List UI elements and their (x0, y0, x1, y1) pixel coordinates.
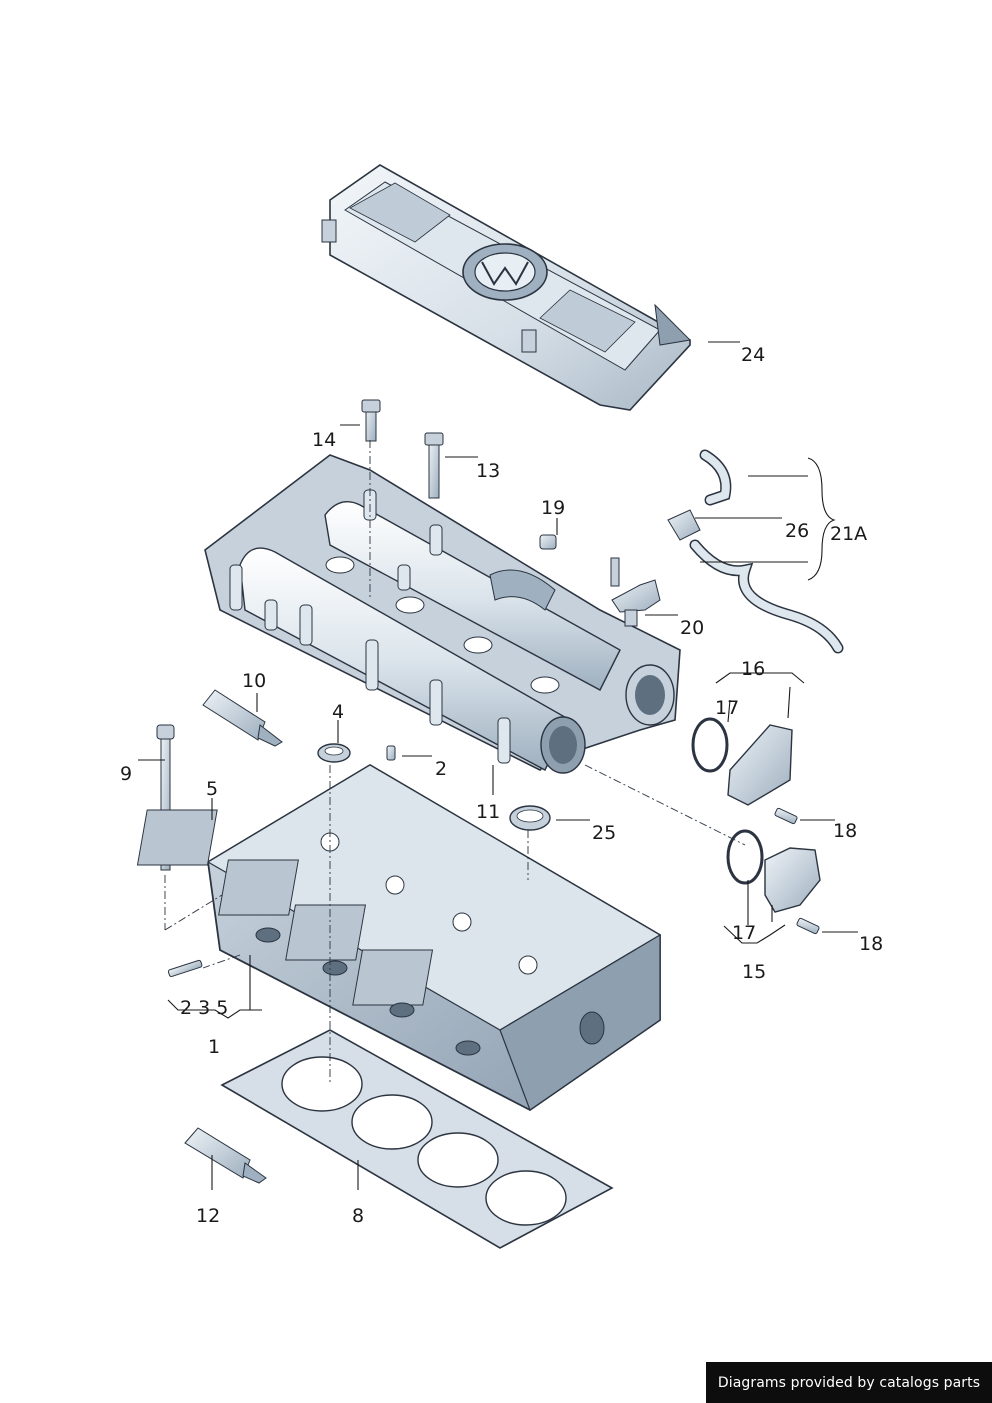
callout-2: 2 (435, 758, 447, 780)
callout-20: 20 (680, 617, 704, 639)
dowel-pin-2 (386, 745, 396, 761)
leader-lines (138, 341, 858, 1190)
stud-235 (167, 959, 203, 978)
callout-13: 13 (476, 460, 500, 482)
bolt-13 (424, 432, 444, 499)
sealant-tube-10 (202, 689, 283, 747)
callout-4: 4 (332, 701, 344, 723)
callout-11: 11 (476, 801, 500, 823)
callout-10: 10 (242, 670, 266, 692)
callout-8: 8 (352, 1205, 364, 1227)
sensor-20 (610, 557, 661, 627)
credit-text: Diagrams provided by catalogs parts (717, 1374, 981, 1391)
callout-17-lower: 17 (732, 922, 756, 944)
sealant-tube-12 (184, 1127, 267, 1184)
callout-21a: 21A (830, 523, 867, 545)
head-bolt-9 (156, 724, 175, 871)
callout-5: 5 (206, 778, 218, 800)
bolt-18-upper (774, 807, 798, 825)
callout-26: 26 (785, 520, 809, 542)
callout-24: 24 (741, 344, 765, 366)
callout-19: 19 (541, 497, 565, 519)
head-gasket-8 (220, 1029, 614, 1249)
intake-manifold (204, 454, 681, 774)
callout-2-3-5: 2 3 5 (180, 997, 228, 1019)
valve-26 (667, 509, 701, 541)
callout-labels: 24 14 13 19 26 21A 20 16 10 17 4 2 9 5 1… (120, 344, 883, 1227)
cylinder-head (136, 763, 662, 1112)
alignment-lines (164, 440, 746, 1085)
callout-16: 16 (741, 658, 765, 680)
callout-18-lower: 18 (859, 933, 883, 955)
callout-9: 9 (120, 763, 132, 785)
bolt-18-lower (796, 917, 820, 935)
callout-15: 15 (742, 961, 766, 983)
callout-12: 12 (196, 1205, 220, 1227)
cover-plate-16 (691, 717, 798, 825)
vent-hose-21a (667, 449, 844, 654)
cover-plate-15 (726, 829, 821, 935)
cap-19 (539, 534, 557, 550)
bolt-14 (361, 399, 381, 442)
callout-17-upper: 17 (715, 697, 739, 719)
credit-banner: Diagrams provided by catalogs parts (706, 1362, 992, 1403)
callout-14: 14 (312, 429, 336, 451)
callout-25: 25 (592, 822, 616, 844)
callout-1: 1 (208, 1036, 220, 1058)
callout-18-upper: 18 (833, 820, 857, 842)
engine-cover (321, 164, 692, 411)
